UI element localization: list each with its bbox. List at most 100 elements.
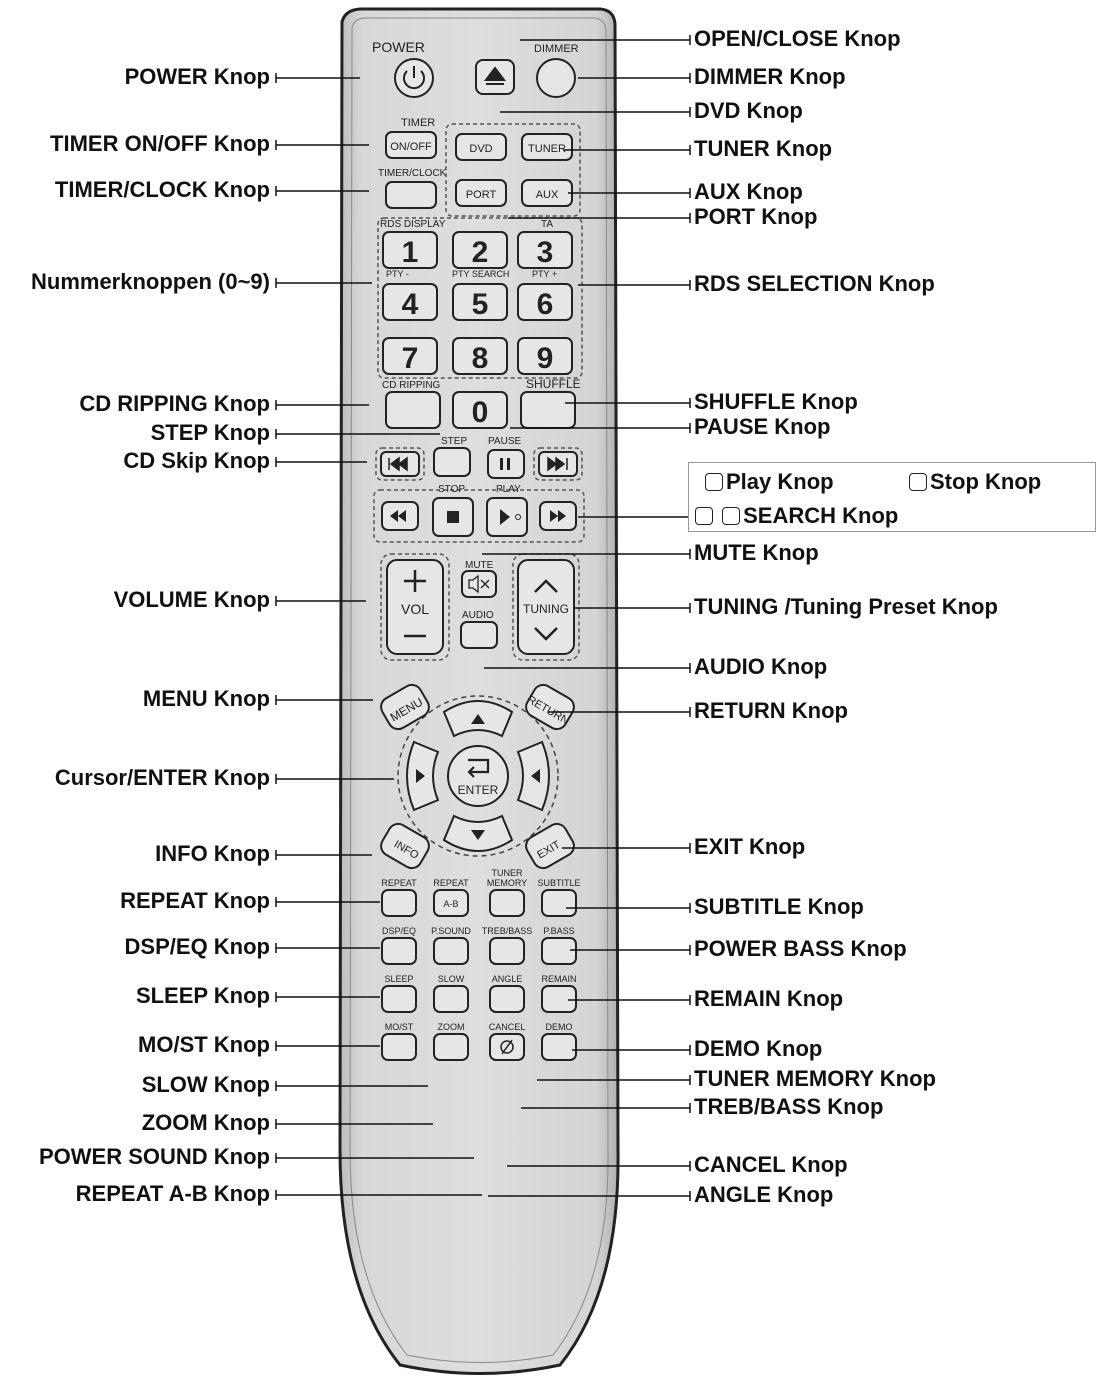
timer-clock-button[interactable] [385, 181, 437, 209]
power-icon [403, 70, 425, 90]
aux-button[interactable]: AUX [521, 179, 573, 207]
demo-caption: DEMO [546, 1022, 573, 1032]
mute-button[interactable] [461, 570, 497, 598]
audio-button[interactable] [460, 621, 498, 649]
power-button[interactable] [394, 58, 434, 98]
label-left-14: MO/ST Knop [138, 1032, 270, 1057]
subtitle-button[interactable]: SUBTITLE [537, 878, 581, 917]
menu-button[interactable]: MENU [377, 681, 432, 732]
volume-rocker[interactable]: VOL [386, 559, 444, 655]
digit-3-button[interactable]: 3 [517, 231, 573, 269]
sleep-button[interactable]: SLEEP [381, 974, 417, 1013]
zoom-button[interactable]: ZOOM [433, 1022, 469, 1061]
dsp-eq-button[interactable]: DSP/EQ [381, 926, 417, 965]
label-right-12: AUDIO Knop [694, 654, 828, 679]
chevron-up-icon [534, 579, 558, 593]
open-close-button[interactable] [475, 59, 515, 95]
source-group-frame [445, 123, 581, 217]
tuner-memory-caption: MEMORY [487, 878, 527, 888]
digit-0-button[interactable]: 0 [452, 391, 508, 429]
most-button[interactable]: MO/ST [381, 1022, 417, 1061]
label-right-6: RDS SELECTION Knop [694, 271, 935, 296]
digit-7-button[interactable]: 7 [382, 337, 438, 375]
label-right-3: TUNER Knop [694, 136, 833, 161]
skip-forward-button[interactable] [538, 451, 578, 477]
dvd-button[interactable]: DVD [455, 133, 507, 161]
digit-5-button[interactable]: 5 [452, 283, 508, 321]
label-right-14: EXIT Knop [694, 834, 806, 859]
svg-text:AUX: AUX [536, 189, 559, 201]
pty-search-text: PTY SEARCH [452, 269, 509, 279]
shuffle-button[interactable] [520, 391, 576, 429]
step-button[interactable] [433, 447, 471, 477]
label-right-22: ANGLE Knop [694, 1182, 834, 1207]
dimmer-button[interactable] [536, 58, 576, 98]
pbass-caption: P.BASS [543, 926, 574, 936]
cd-ripping-text: CD RIPPING [382, 380, 441, 391]
angle-button[interactable]: ANGLE [489, 974, 525, 1013]
label-left-7: VOLUME Knop [113, 587, 270, 612]
label-right-21: CANCEL Knop [694, 1152, 848, 1177]
port-button[interactable]: PORT [455, 179, 507, 207]
search-forward-button[interactable] [539, 501, 577, 531]
repeat-ab-caption: REPEAT [433, 878, 469, 888]
rds-display-text: RDS DISPLAY [380, 219, 446, 230]
digit-9-button[interactable]: 9 [517, 337, 573, 375]
repeat-button[interactable]: REPEAT [381, 878, 417, 917]
label-right-4: AUX Knop [694, 179, 803, 204]
label-right-0: OPEN/CLOSE Knop [694, 26, 901, 51]
digit-4-button[interactable]: 4 [382, 283, 438, 321]
skip-back-button[interactable] [380, 451, 420, 477]
psound-button[interactable]: P.SOUND [431, 926, 471, 965]
arrow-right-icon [531, 769, 540, 783]
cancel-button[interactable]: CANCEL [489, 1022, 526, 1061]
angle-caption: ANGLE [492, 974, 523, 984]
digit-8-button[interactable]: 8 [452, 337, 508, 375]
arrow-up-icon [471, 714, 485, 724]
digit-4-text: 4 [402, 288, 419, 321]
exit-button[interactable]: EXIT [522, 820, 577, 871]
shuffle-text: SHUFFLE [526, 377, 581, 391]
step-text: STEP [441, 436, 467, 447]
remain-button[interactable]: REMAIN [541, 974, 577, 1013]
info-button[interactable]: INFO [377, 820, 432, 871]
stop-button[interactable] [432, 497, 474, 537]
pbass-button[interactable]: P.BASS [541, 926, 577, 965]
label-left-18: REPEAT A-B Knop [75, 1181, 270, 1206]
digit-2-text: 2 [472, 236, 489, 269]
dsp-eq-caption: DSP/EQ [382, 926, 416, 936]
demo-button[interactable]: DEMO [541, 1022, 577, 1061]
mute-icon [468, 574, 479, 594]
cd-ripping-button[interactable] [385, 391, 441, 429]
tuning-rocker[interactable]: TUNING [517, 559, 575, 655]
label-right-13: RETURN Knop [694, 698, 848, 723]
digit-6-button[interactable]: 6 [517, 283, 573, 321]
digit-2-button[interactable]: 2 [452, 231, 508, 269]
digit-8-text: 8 [472, 342, 489, 375]
digit-0-text: 0 [472, 396, 489, 429]
ta-text: TA [541, 219, 553, 230]
play-button[interactable] [486, 497, 528, 537]
legend-play: Play Knop [705, 469, 834, 495]
tuner-button[interactable]: TUNER [521, 133, 573, 161]
rds-frame [377, 217, 583, 379]
skip-forward-icon [547, 456, 568, 472]
remote-body [338, 7, 620, 1375]
label-right-7: SHUFFLE Knop [694, 389, 858, 414]
treb-bass-button[interactable]: TREB/BASS [482, 926, 533, 965]
search-back-button[interactable] [381, 501, 419, 531]
legend-box: Play Knop Stop Knop SEARCH Knop [688, 462, 1096, 532]
slow-button[interactable]: SLOW [433, 974, 469, 1013]
pause-button[interactable] [487, 449, 525, 479]
digit-6-text: 6 [537, 288, 554, 321]
label-right-15: SUBTITLE Knop [694, 894, 864, 919]
digit-1-button[interactable]: 1 [382, 231, 438, 269]
enter-button[interactable]: ENTER [447, 745, 509, 807]
treb-bass-caption: TREB/BASS [482, 926, 533, 936]
label-right-8: PAUSE Knop [694, 414, 831, 439]
slow-caption: SLOW [438, 974, 465, 984]
tuner-memory-caption: TUNER [492, 868, 523, 878]
timer-onoff-button[interactable]: ON/OFF [385, 131, 437, 159]
